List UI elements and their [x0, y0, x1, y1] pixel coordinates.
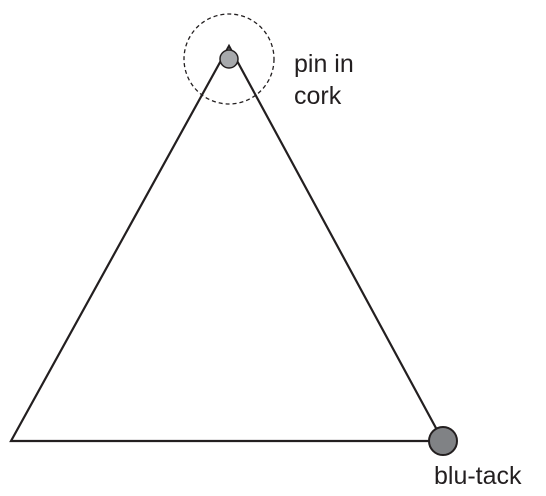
pin-label-line2: cork — [294, 82, 342, 110]
triangle-frame — [9, 43, 445, 443]
blu-tack-blob-icon — [428, 426, 458, 456]
pivot-dashed-circle — [183, 13, 275, 105]
pin-icon — [219, 49, 239, 69]
pin-label-line1: pin in — [294, 50, 354, 78]
blu-tack-label: blu-tack — [434, 462, 522, 490]
